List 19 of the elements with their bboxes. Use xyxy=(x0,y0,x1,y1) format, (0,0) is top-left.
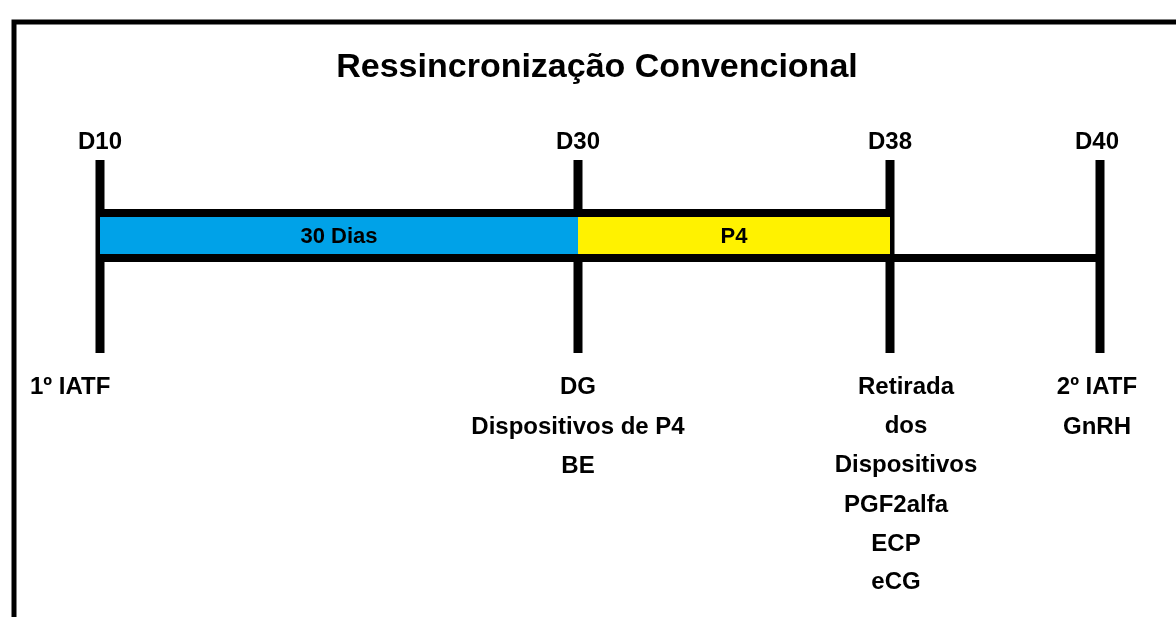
event-label: ECP xyxy=(871,528,921,557)
event-label: BE xyxy=(561,450,595,479)
event-label: 2º IATF xyxy=(1056,371,1138,400)
event-label: 1º IATF xyxy=(30,371,111,400)
day-label: D30 xyxy=(556,126,600,155)
event-label: PGF2alfa xyxy=(844,489,948,518)
event-label: eCG xyxy=(871,566,921,595)
title: Ressincronização Convencional xyxy=(336,45,858,85)
period-label: P4 xyxy=(720,222,748,249)
day-label: D40 xyxy=(1075,126,1119,155)
period-label: 30 Dias xyxy=(300,222,378,249)
event-label: Retirada dos Dispositivos xyxy=(833,371,979,479)
day-label: D10 xyxy=(78,126,122,155)
day-label: D38 xyxy=(868,126,912,155)
event-label: Dispositivos de P4 xyxy=(471,411,685,440)
event-label: GnRH xyxy=(1063,411,1131,440)
period-bar xyxy=(100,209,578,262)
period-bar xyxy=(578,209,890,262)
event-label: DG xyxy=(560,371,596,400)
